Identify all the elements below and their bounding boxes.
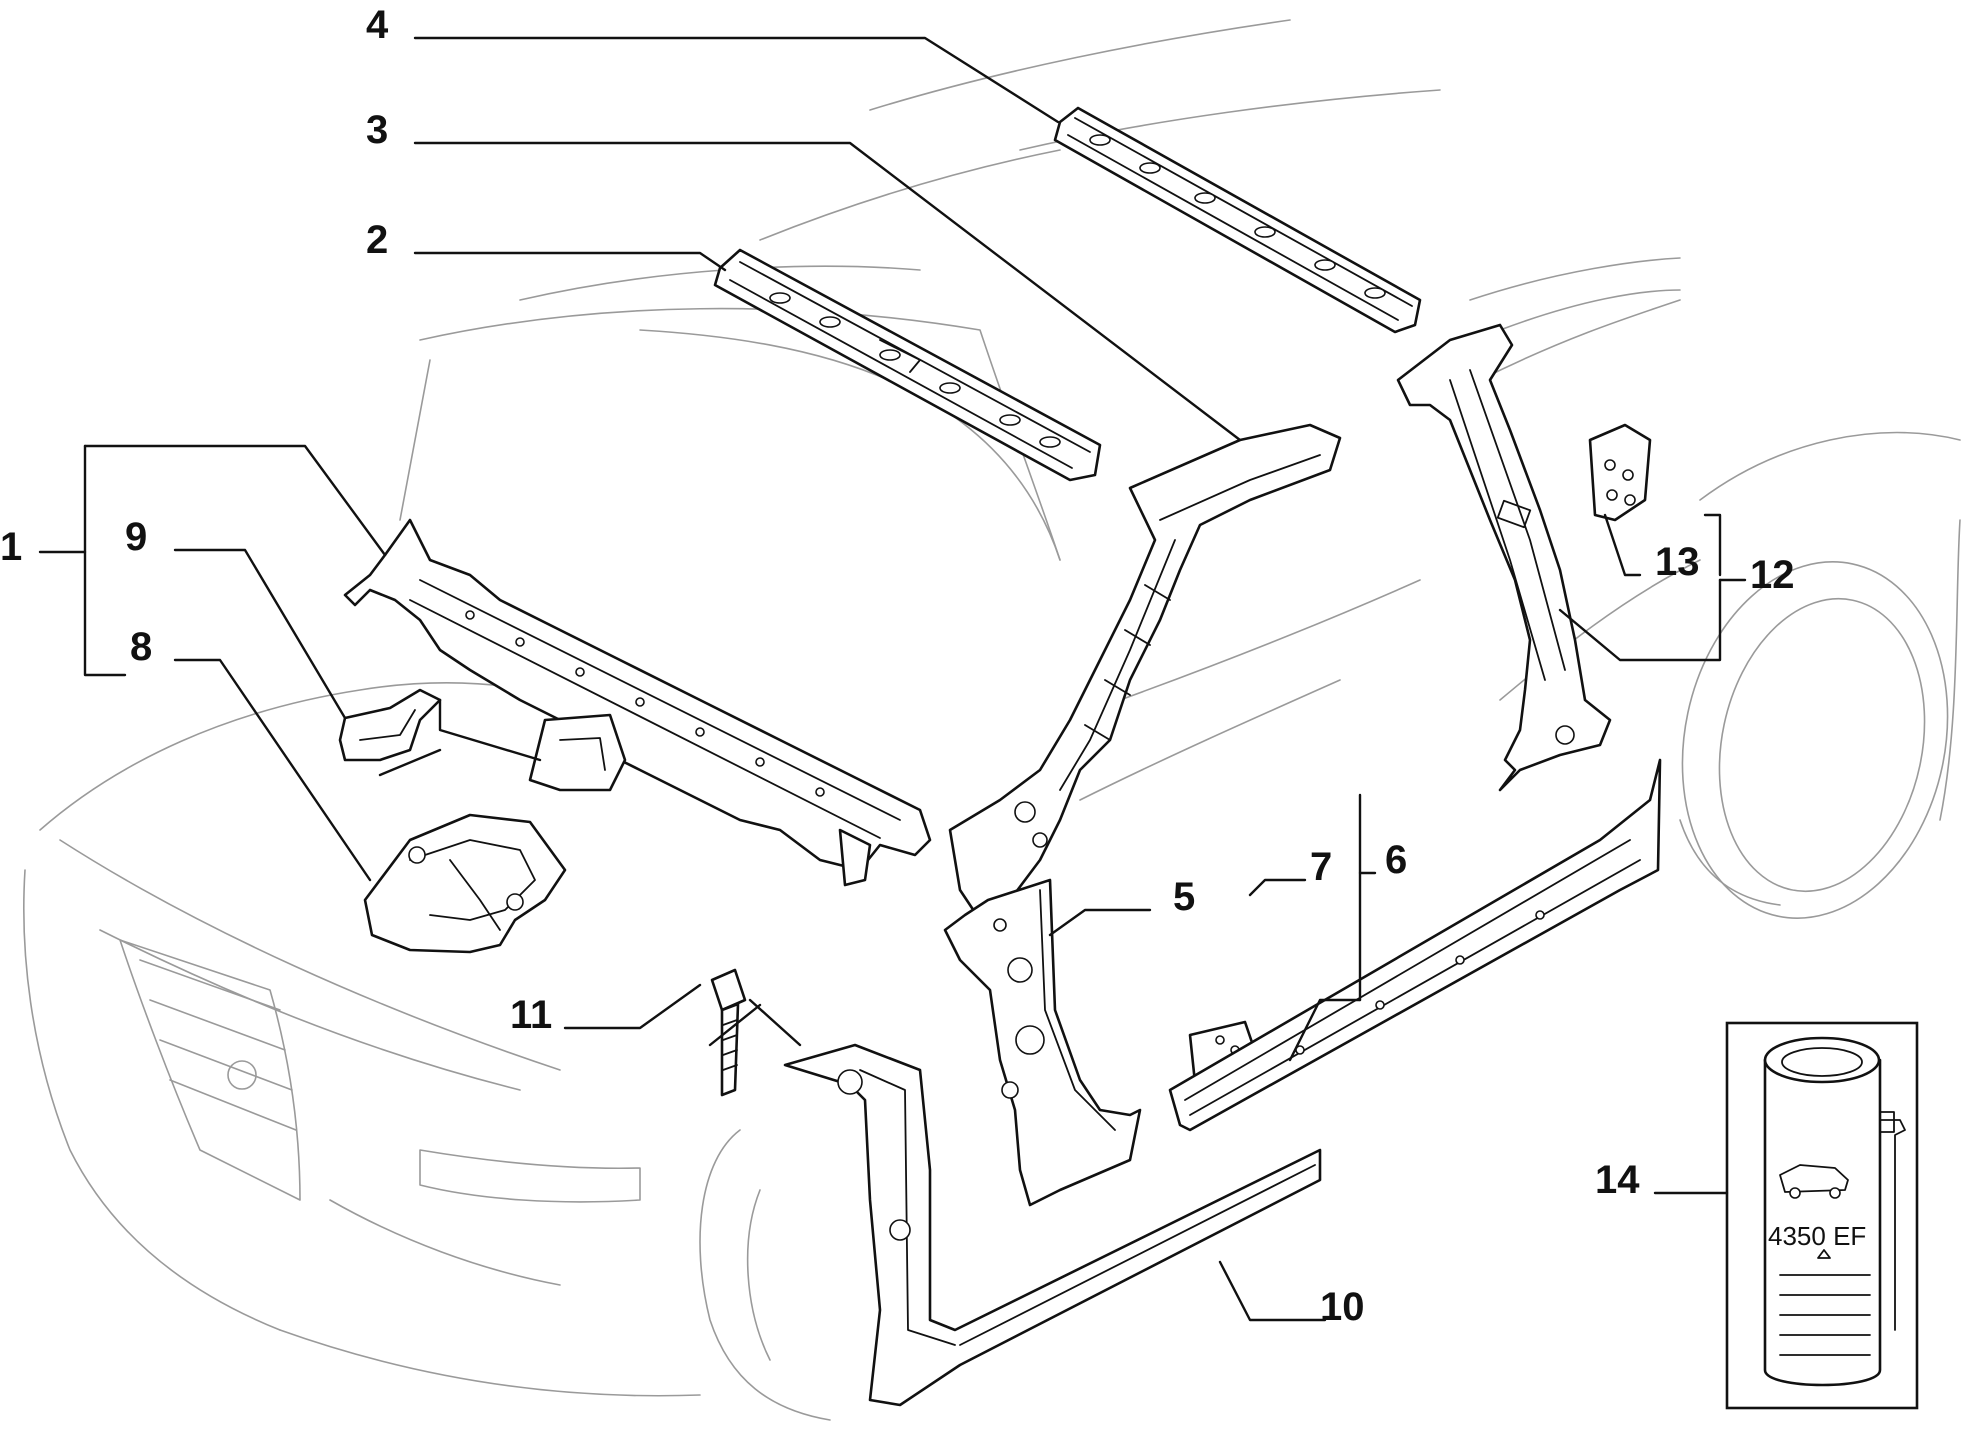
callout-9: 9	[125, 515, 147, 559]
leader-lines	[38, 36, 1747, 1322]
part-1-cowl-panel	[343, 518, 932, 887]
callout-labels: 4 3 2 1 9 8 5 7 6 11 10 13 12 14	[0, 3, 1795, 1329]
part-6-inner-sill	[1168, 758, 1662, 1132]
callout-12: 12	[1750, 553, 1795, 597]
callout-7: 7	[1310, 845, 1332, 889]
part-9-bracket	[338, 688, 442, 762]
car-body-outline	[23, 19, 1961, 1421]
part-4-rear-roof-crossmember	[1053, 106, 1422, 334]
can-code-label: 4350 EF	[1768, 1221, 1866, 1251]
part-5-a-pillar-lower	[943, 878, 1142, 1207]
callout-2: 2	[366, 218, 388, 262]
part-12-b-pillar	[1396, 323, 1612, 792]
callout-11: 11	[510, 993, 552, 1037]
callout-14: 14	[1595, 1158, 1640, 1202]
callout-10: 10	[1320, 1285, 1365, 1329]
part-3-a-pillar-upper	[948, 423, 1342, 922]
callout-3: 3	[366, 108, 388, 152]
callout-6: 6	[1385, 838, 1407, 882]
part-10-outer-sill-pillar	[783, 1043, 1322, 1407]
callout-8: 8	[130, 625, 152, 669]
part-13-hinge-bracket	[1588, 423, 1652, 522]
callout-13: 13	[1655, 540, 1700, 584]
part-14-spray-can-box: 4350 EF	[1725, 1021, 1919, 1410]
part-2-front-roof-crossmember	[713, 248, 1102, 482]
callout-5: 5	[1173, 875, 1195, 919]
part-11-bolt	[710, 968, 747, 1097]
callout-1: 1	[0, 525, 22, 569]
callout-4: 4	[366, 3, 389, 47]
part-8-reinforcement-plate	[363, 813, 567, 954]
